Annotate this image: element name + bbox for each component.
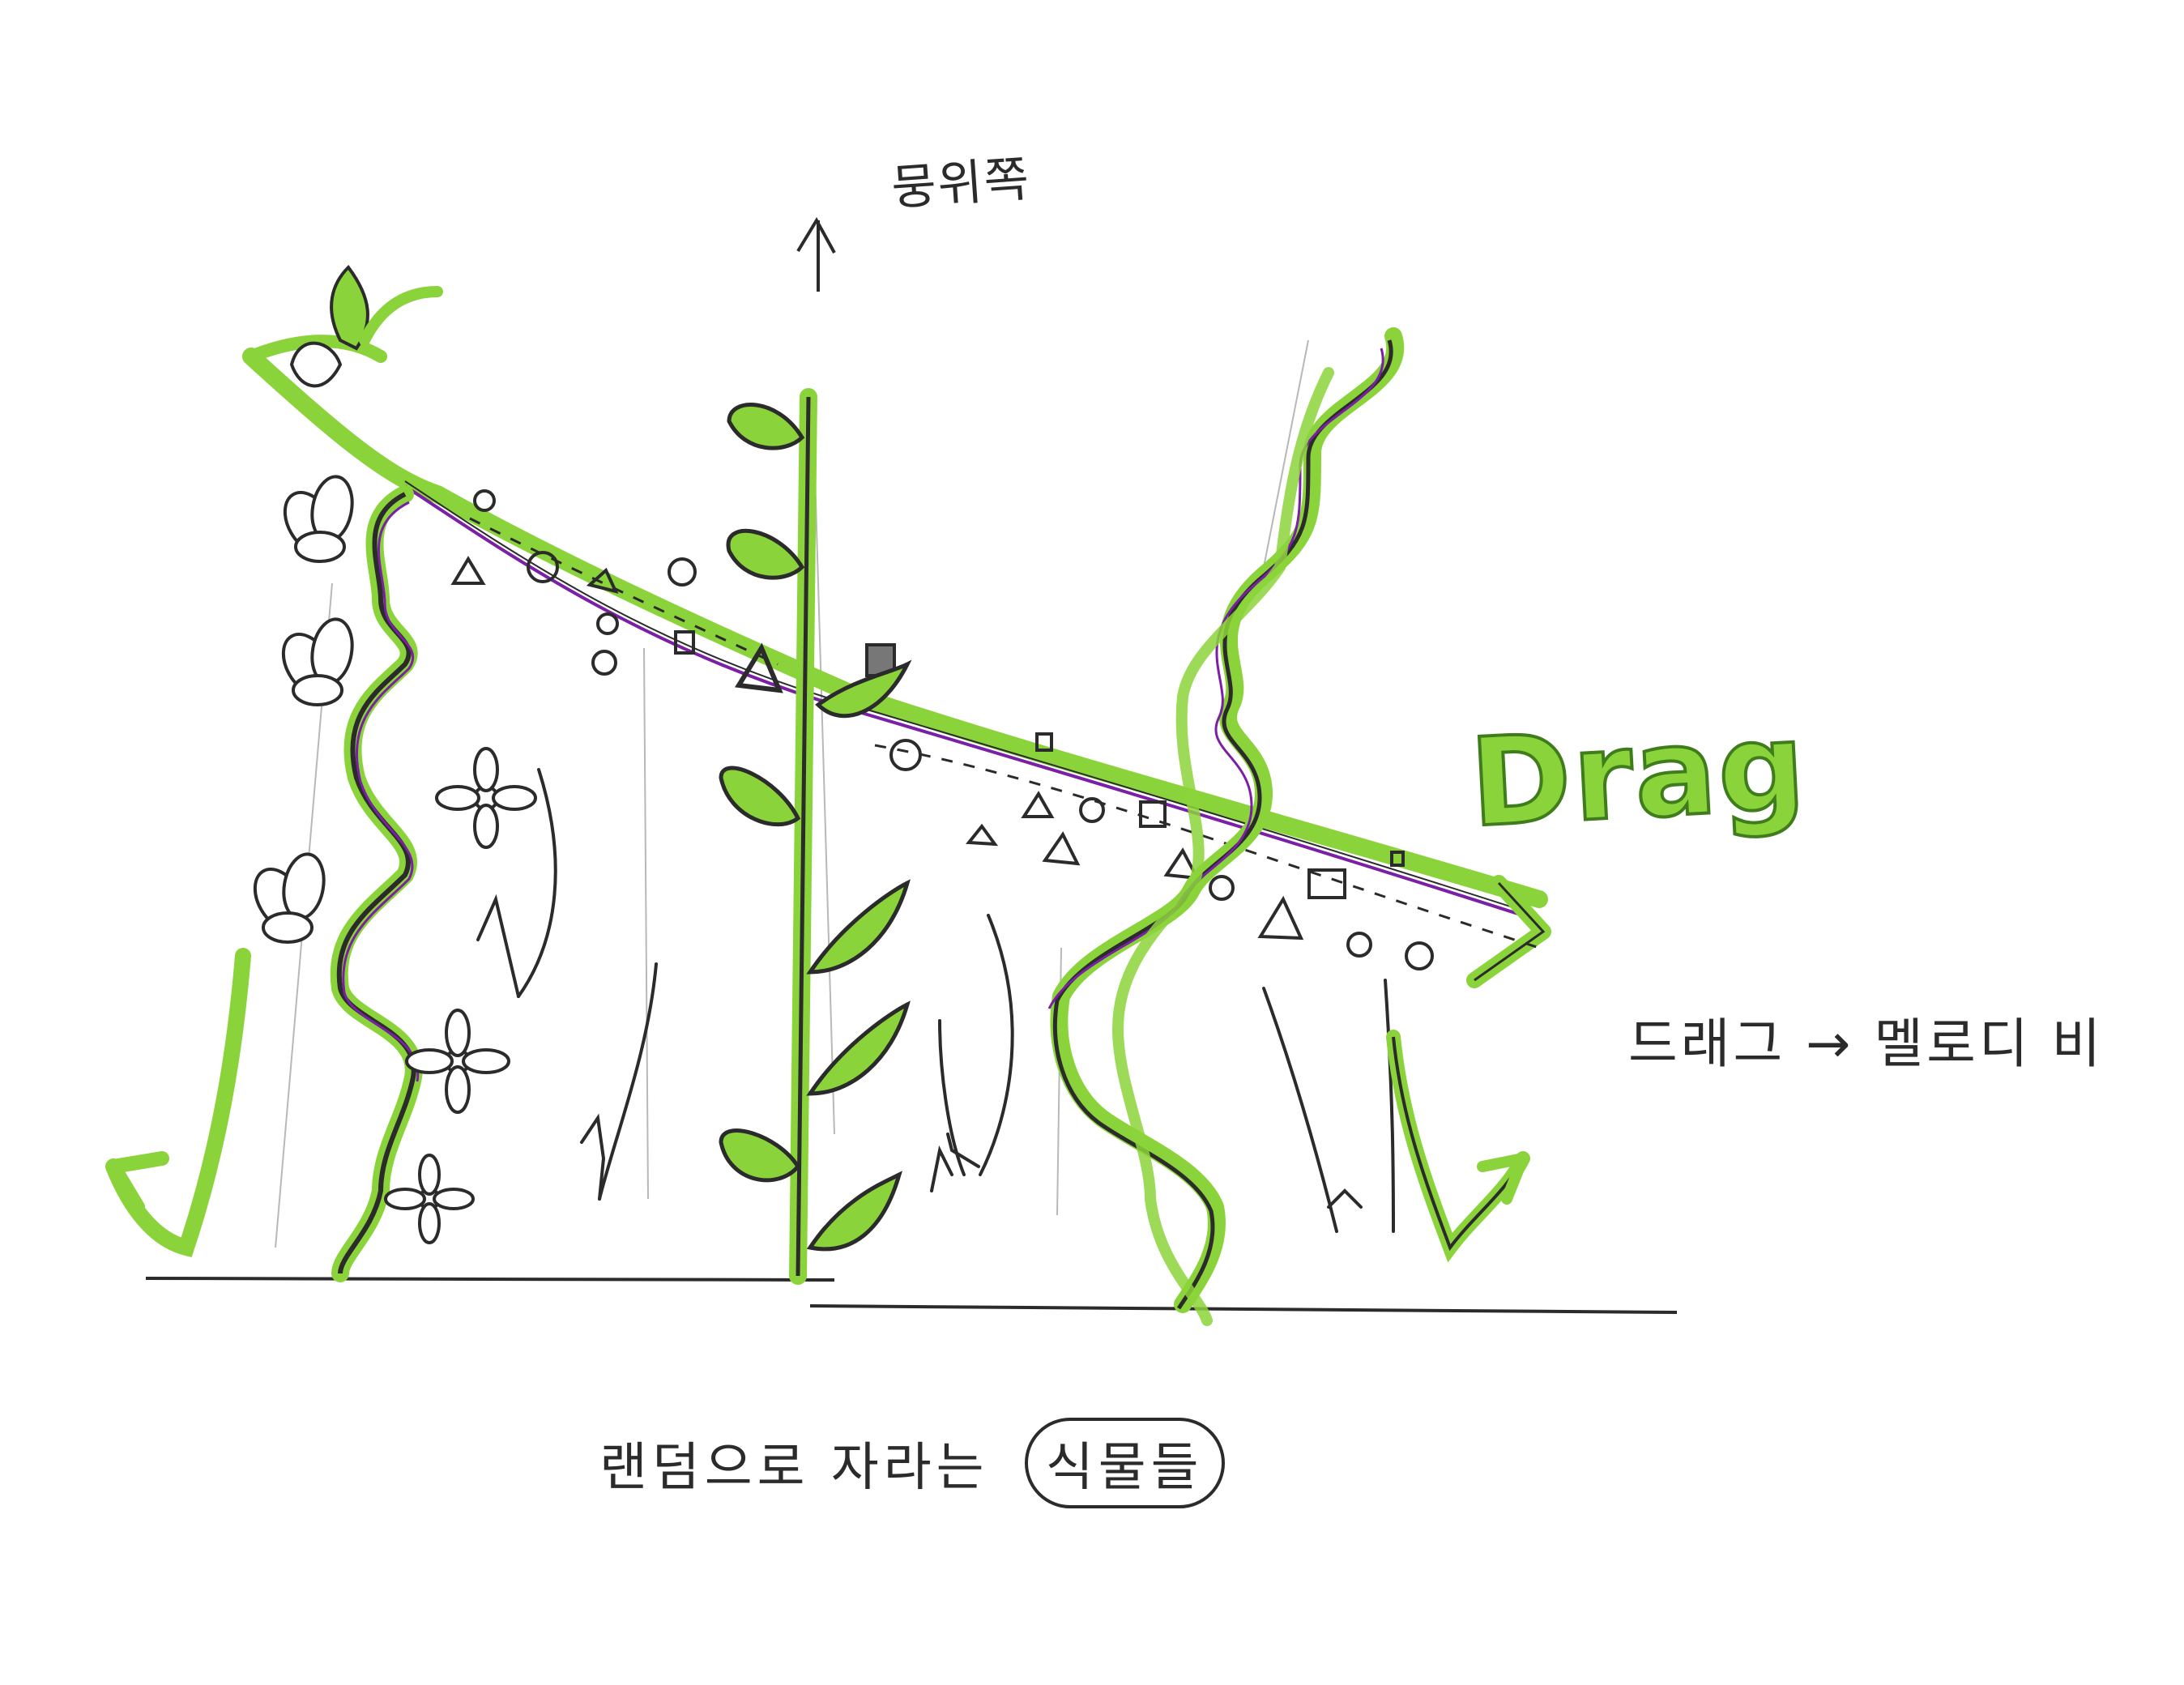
flower-3: [437, 749, 535, 847]
drag-melody-label: 드래그 → 멜로디 비: [1628, 1000, 2104, 1078]
flower-5: [407, 1010, 509, 1112]
motion-arrows: [478, 770, 1393, 1231]
ground-line-left: [146, 1278, 834, 1280]
left-green-arrow: [113, 956, 243, 1248]
flower-2: [273, 616, 356, 705]
up-arrow-icon: [798, 220, 834, 292]
right-green-arrow: [1393, 1037, 1523, 1248]
top-label: 뭉위쪽: [889, 139, 1032, 220]
flower-4: [245, 851, 328, 942]
ground-line-right: [810, 1306, 1677, 1312]
left-wavy-vine: [251, 267, 437, 1273]
bottom-caption-text: 랜덤으로 자라는: [599, 1438, 989, 1498]
flower-6: [386, 1155, 473, 1243]
bottom-caption-circled: 식물들: [1025, 1418, 1225, 1508]
center-stem: [721, 397, 907, 1276]
bottom-caption: 랜덤으로 자라는 식물들: [599, 1418, 1225, 1508]
right-wavy-vine: [1049, 336, 1395, 1320]
flower-1: [275, 473, 356, 561]
drag-label: Drag: [1467, 696, 1811, 854]
note-shapes: [454, 491, 1539, 969]
